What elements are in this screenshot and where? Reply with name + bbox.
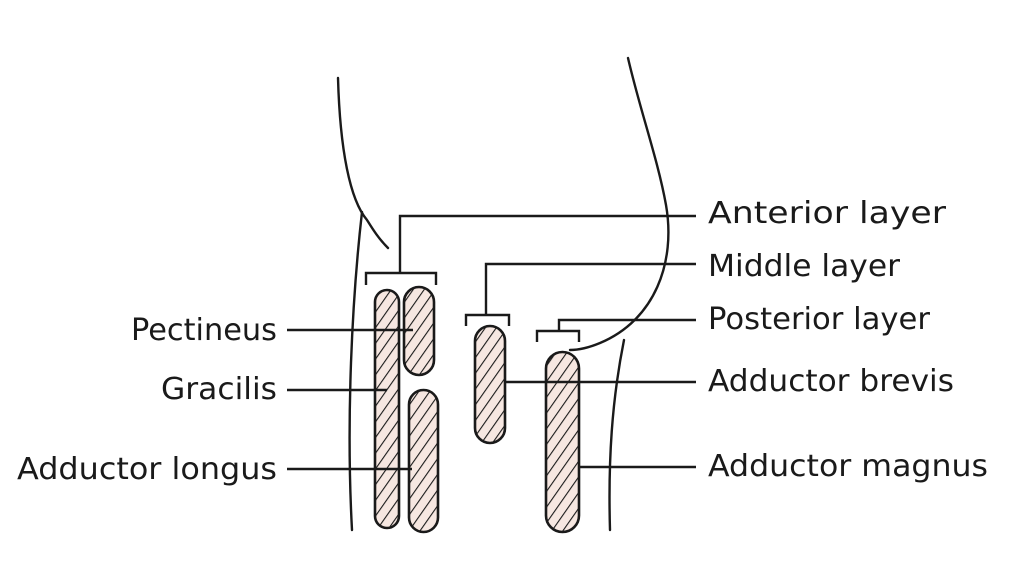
label-adductor-longus: Adductor longus [17, 452, 277, 487]
medial-thigh-contour [336, 76, 390, 250]
anterior-layer-bracket [364, 214, 696, 285]
gracilis-muscle [373, 288, 401, 530]
middle-bracket [464, 313, 511, 326]
anterior-bracket [364, 271, 438, 285]
middle-layer-bracket [464, 262, 696, 326]
posterior-bracket [535, 329, 581, 342]
muscles [373, 285, 581, 534]
label-adductor-brevis: Adductor brevis [708, 364, 954, 399]
adductor-longus-muscle [407, 388, 440, 534]
label-anterior-layer: Anterior layer [708, 196, 947, 231]
middle-leader [484, 262, 696, 315]
posterior-leader [557, 318, 696, 331]
label-posterior-layer: Posterior layer [708, 302, 931, 337]
anterior-leader [398, 214, 696, 273]
label-gracilis: Gracilis [161, 372, 277, 407]
label-middle-layer: Middle layer [708, 249, 901, 284]
medial-thigh-lower-contour [348, 210, 364, 532]
thigh-outline [336, 56, 670, 532]
adductor-brevis-muscle [473, 324, 507, 445]
label-adductor-magnus: Adductor magnus [708, 449, 988, 484]
label-pectineus: Pectineus [131, 313, 277, 348]
adductor-magnus-muscle [544, 350, 581, 534]
buttock-contour [568, 56, 670, 352]
posterior-thigh-contour [608, 338, 626, 532]
posterior-layer-bracket [535, 318, 696, 342]
